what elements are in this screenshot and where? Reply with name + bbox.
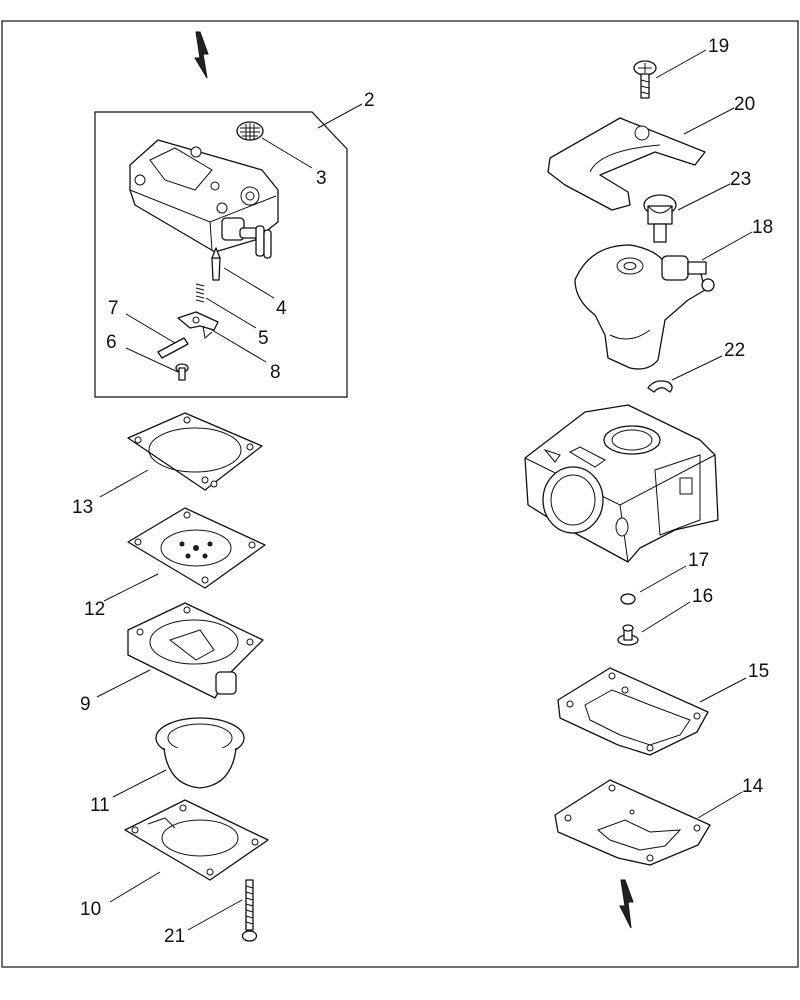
callout-3: 3 (316, 168, 327, 189)
metering-gasket (557, 667, 709, 756)
o-ring (620, 593, 636, 605)
callout-23: 23 (730, 169, 751, 190)
callout-17: 17 (688, 550, 709, 571)
leader-lines (96, 49, 753, 931)
callout-8: 8 (270, 362, 281, 383)
carburetor-body (524, 404, 719, 563)
lever-screw (175, 363, 189, 381)
check-valve (617, 624, 639, 646)
primer-gasket (124, 799, 269, 881)
callout-13: 13 (72, 497, 93, 518)
lightning-arrow-icon (194, 31, 209, 79)
callout-12: 12 (84, 599, 105, 620)
cover-screw (633, 60, 657, 99)
e-clip (647, 380, 673, 393)
callout-19: 19 (708, 36, 729, 57)
metering-diaphragm (554, 779, 711, 866)
callout-21: 21 (164, 926, 185, 947)
pump-gasket (127, 412, 263, 491)
callout-15: 15 (748, 661, 769, 682)
adjust-knob (643, 194, 677, 243)
primer-bulb (155, 717, 245, 789)
pump-body (127, 602, 264, 699)
callout-18: 18 (752, 217, 773, 238)
callout-7: 7 (108, 298, 119, 319)
callout-6: 6 (106, 332, 117, 353)
callout-4: 4 (276, 298, 287, 319)
callout-11: 11 (90, 795, 110, 816)
lever-pin (157, 337, 189, 359)
throttle-body (574, 244, 715, 370)
callout-9: 9 (80, 694, 91, 715)
callout-10: 10 (80, 899, 101, 920)
diagram-frame (1, 20, 799, 968)
callout-14: 14 (742, 776, 764, 797)
callout-20: 20 (734, 94, 755, 115)
long-screw (241, 879, 258, 942)
metering-cover (129, 139, 279, 259)
callout-2: 2 (364, 90, 375, 111)
filter-screen (236, 121, 264, 141)
callout-16: 16 (692, 586, 713, 607)
cover-plate (547, 117, 706, 211)
inlet-needle (211, 247, 221, 281)
callout-5: 5 (258, 328, 269, 349)
control-lever (177, 311, 219, 339)
callout-22: 22 (724, 340, 745, 361)
needle-spring (195, 283, 205, 303)
lightning-arrow-icon (619, 879, 634, 929)
subassembly-box (94, 111, 348, 398)
pump-diaphragm (127, 507, 266, 589)
